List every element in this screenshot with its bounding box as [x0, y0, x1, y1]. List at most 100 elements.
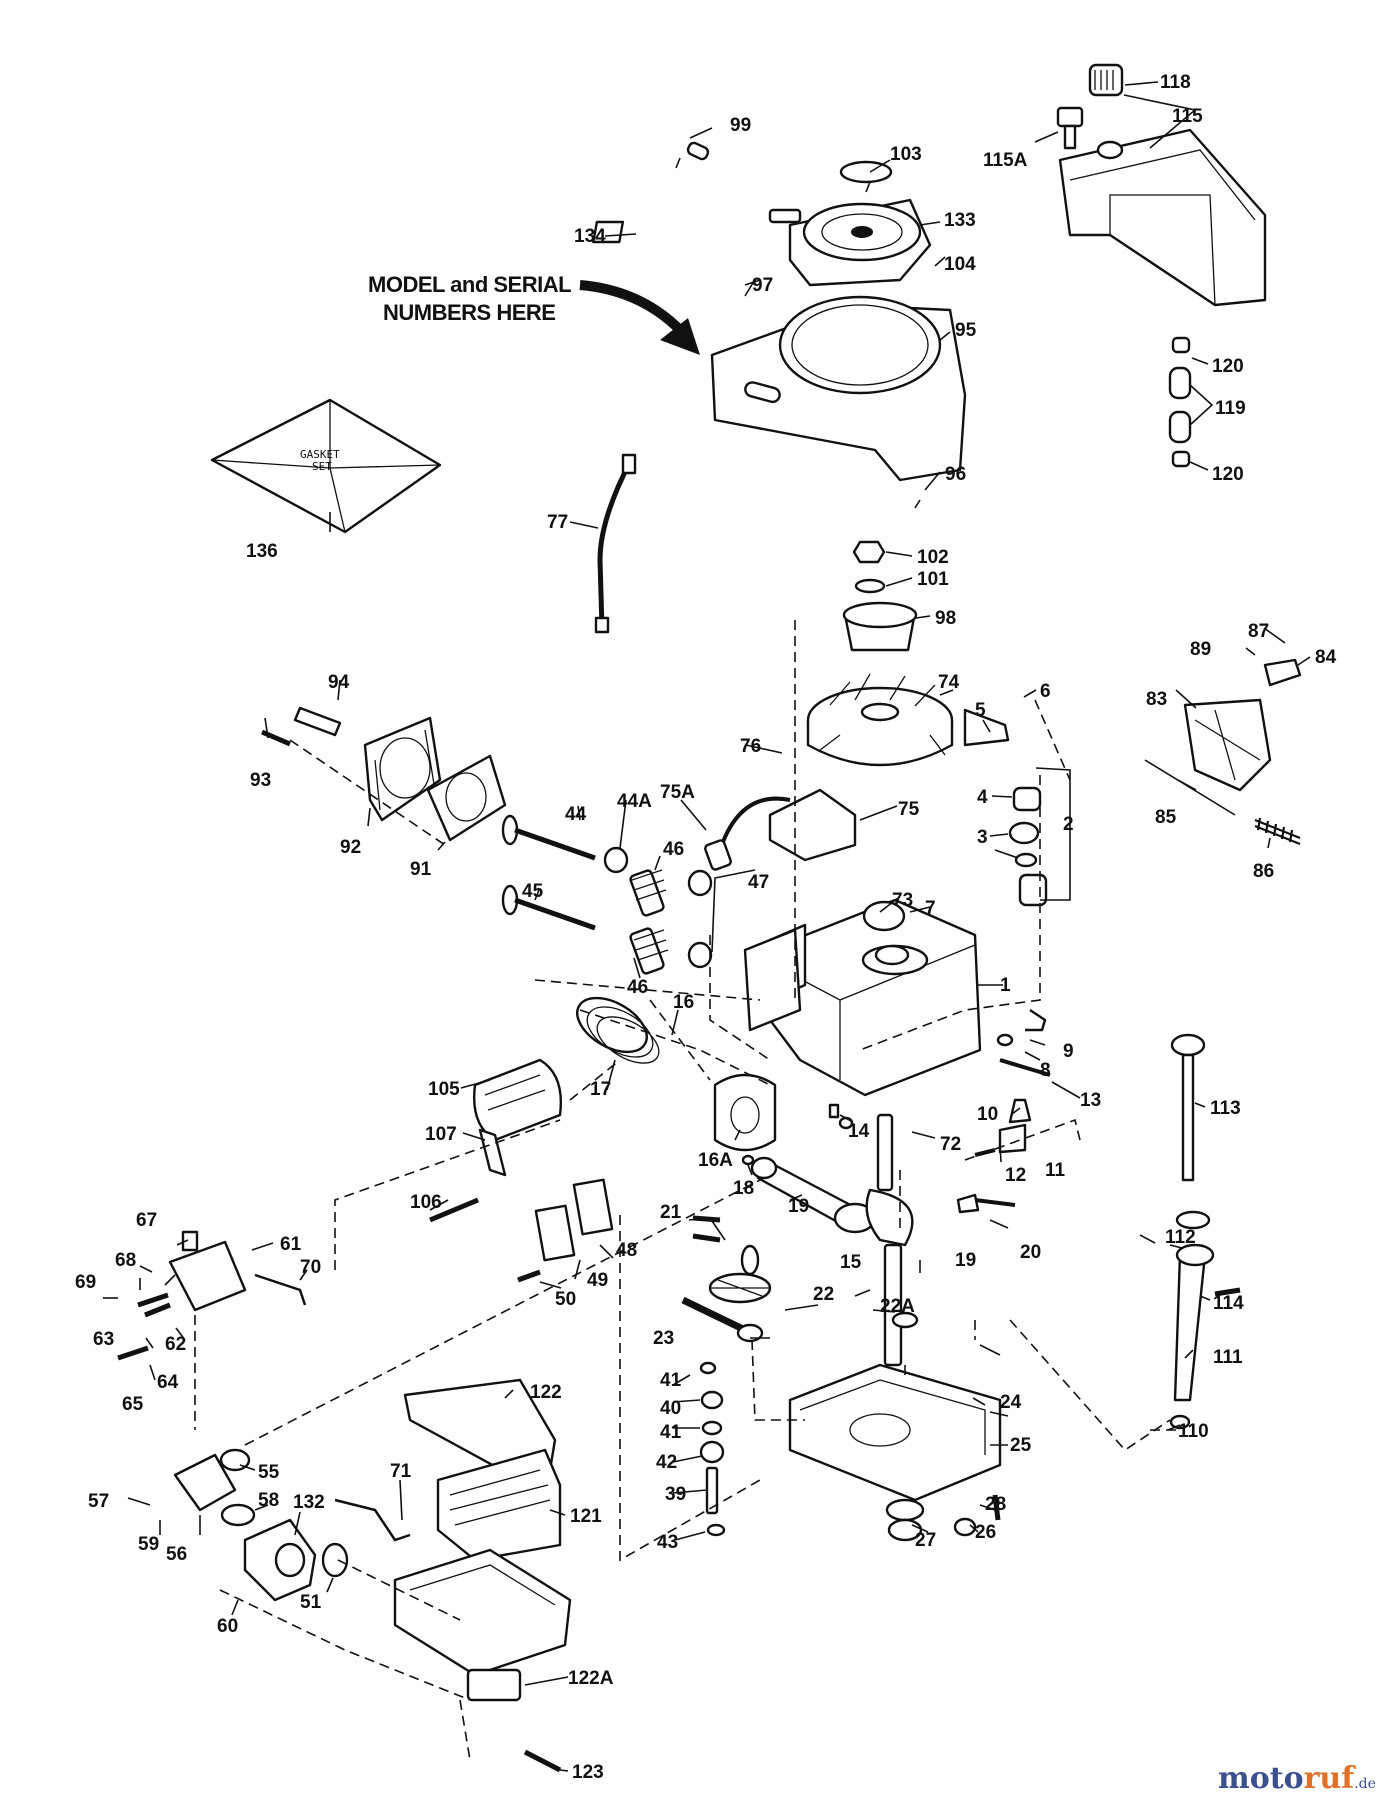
air-cleaner-screw-drawing: [523, 1749, 562, 1773]
label-56: 56: [166, 1544, 187, 1565]
label-113: 113: [1210, 1098, 1241, 1119]
label-76: 76: [740, 736, 761, 757]
label-120-bottom: 120: [1212, 464, 1244, 485]
label-22a: 22A: [880, 1296, 915, 1317]
tappet-rod-drawing: [681, 1296, 764, 1343]
label-115: 115: [1172, 106, 1203, 127]
tappets-drawing: [1008, 786, 1048, 907]
valve-retainers-drawing: [603, 846, 713, 969]
label-24: 24: [1000, 1392, 1022, 1413]
label-122a: 122A: [568, 1668, 614, 1689]
label-3: 3: [977, 827, 988, 848]
cylinder-head-left-drawing: [743, 928, 802, 1032]
label-4: 4: [977, 787, 988, 808]
label-67: 67: [136, 1210, 157, 1231]
label-23: 23: [653, 1328, 674, 1349]
watermark-part1: moto: [1218, 1761, 1304, 1796]
label-115a: 115A: [983, 150, 1028, 171]
muffler-gaskets-drawing: [534, 1178, 614, 1262]
label-13: 13: [1080, 1090, 1101, 1111]
label-9: 9: [1063, 1041, 1074, 1062]
label-41-bottom: 41: [660, 1422, 682, 1443]
label-27: 27: [915, 1530, 936, 1551]
part-number-labels: 118 115 115A 99 103 134 133 104 97 95 12…: [75, 72, 1337, 1783]
label-57: 57: [88, 1491, 109, 1512]
label-46-bottom: 46: [627, 977, 648, 998]
svg-text:motoruf.de: motoruf.de: [1218, 1761, 1376, 1796]
label-58: 58: [258, 1490, 279, 1511]
dipstick-drawing: [1170, 1033, 1206, 1182]
label-122: 122: [530, 1382, 562, 1403]
valve-intake-drawing: [501, 814, 596, 861]
label-61: 61: [280, 1234, 302, 1255]
label-41-top: 41: [660, 1370, 682, 1391]
cover-bolts-drawing: [953, 1494, 1001, 1537]
blower-housing-drawing: [710, 295, 967, 482]
label-19-cap: 19: [955, 1250, 976, 1271]
label-19-rod: 19: [788, 1196, 809, 1217]
label-136: 136: [246, 541, 278, 562]
piston-rings-drawing: [576, 996, 660, 1064]
label-92: 92: [340, 837, 361, 858]
model-serial-caption-line2: NUMBERS HERE: [383, 300, 555, 325]
fuel-line-drawing: [594, 453, 637, 634]
label-16: 16: [673, 992, 694, 1013]
carb-screws-drawing: [117, 1292, 171, 1361]
model-serial-caption-line1: MODEL and SERIAL: [368, 272, 571, 297]
label-64: 64: [157, 1372, 179, 1393]
air-filter-element-drawing: [436, 1448, 562, 1562]
muffler-drawing: [473, 1058, 562, 1142]
label-123: 123: [572, 1762, 604, 1783]
label-1: 1: [1000, 975, 1011, 996]
carb-gasket-drawing: [220, 1503, 256, 1527]
label-28: 28: [985, 1494, 1006, 1515]
muffler-bracket-drawing: [478, 1128, 507, 1177]
crankcase-cover-drawing: [788, 1363, 1002, 1502]
label-85: 85: [1155, 807, 1177, 828]
air-cleaner-base-drawing: [393, 1548, 572, 1702]
gasket-set-text-line2: SET: [312, 460, 332, 473]
fuel-cap-drawing: [1088, 63, 1124, 97]
throttle-lever-drawing: [1263, 658, 1302, 687]
label-44a: 44A: [617, 791, 652, 812]
model-serial-arrow: [579, 280, 700, 355]
label-16a: 16A: [698, 1150, 733, 1171]
spark-plug-drawing: [293, 706, 342, 737]
label-104: 104: [944, 254, 976, 275]
piston-drawing: [713, 1073, 777, 1152]
cam-bushing-drawing: [862, 900, 910, 966]
label-75: 75: [898, 799, 920, 820]
label-10: 10: [977, 1104, 998, 1125]
label-121: 121: [570, 1506, 602, 1527]
label-97: 97: [752, 275, 773, 296]
dipstick-tube-drawing: [1169, 1210, 1215, 1430]
choke-link-drawing: [334, 1498, 411, 1542]
label-12: 12: [1005, 1165, 1026, 1186]
intake-elbow-drawing: [173, 1448, 251, 1512]
control-bracket-drawing: [1144, 698, 1272, 816]
label-62: 62: [165, 1334, 186, 1355]
label-98: 98: [935, 608, 956, 629]
label-74: 74: [938, 672, 960, 693]
label-75a: 75A: [660, 782, 695, 803]
label-120-top: 120: [1212, 356, 1244, 377]
head-gasket-drawing: [426, 754, 507, 842]
label-87: 87: [1248, 621, 1269, 642]
label-112: 112: [1165, 1227, 1196, 1248]
label-60: 60: [217, 1616, 238, 1637]
valve-tappets-bolts-drawing: [692, 1215, 721, 1243]
label-51: 51: [300, 1592, 322, 1613]
starter-cup-flywheel-drawing: [842, 601, 918, 652]
recoil-starter-drawing: [768, 198, 932, 287]
label-15: 15: [840, 1252, 862, 1273]
valve-springs-drawing: [629, 869, 669, 975]
tank-bolt-drawing: [1056, 106, 1084, 150]
label-11: 11: [1045, 1160, 1066, 1181]
label-105: 105: [428, 1079, 460, 1100]
watermark-part2: ruf: [1304, 1761, 1357, 1796]
label-18: 18: [733, 1178, 754, 1199]
governor-spring-drawing: [1254, 817, 1301, 846]
oil-seal-drawing: [885, 1311, 925, 1522]
label-95: 95: [955, 320, 977, 341]
label-22: 22: [813, 1284, 834, 1305]
